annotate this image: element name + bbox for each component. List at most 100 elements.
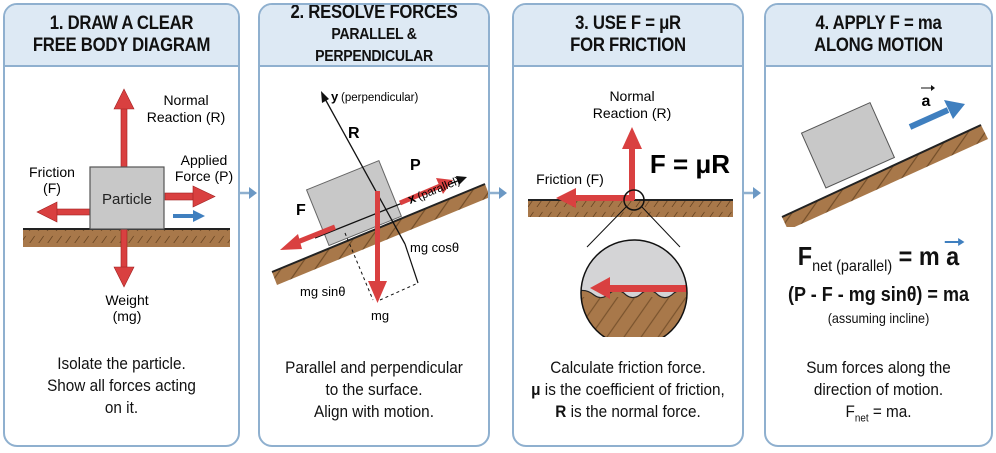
contact-point-circle bbox=[623, 189, 645, 211]
step-3-title-line1: 3. USE F = μR bbox=[575, 13, 681, 34]
motion-direction-arrow bbox=[173, 210, 205, 222]
caption-text: is the coefficient of friction, bbox=[540, 380, 725, 399]
step-4-caption-line: Sum forces along the bbox=[806, 358, 951, 377]
step-3-caption-line: Calculate friction force. bbox=[550, 358, 706, 377]
caption-text: is the normal force. bbox=[566, 402, 701, 421]
friction-arrow bbox=[280, 224, 336, 250]
step-2-title-line2: PARALLEL & PERPENDICULAR bbox=[315, 26, 433, 65]
p-force-arrow bbox=[399, 178, 453, 206]
ground-surface bbox=[528, 199, 733, 217]
step-1-caption-line: on it. bbox=[104, 398, 139, 417]
newton-second-law: Fnet (parallel) = m a (P - F - mg sinθ) … bbox=[766, 238, 991, 328]
magnifier-line bbox=[586, 206, 627, 248]
step-2-caption-line: Align with motion. bbox=[314, 402, 434, 421]
normal-label: Normal bbox=[163, 92, 208, 108]
step-2-title-line1: 2. RESOLVE FORCES bbox=[290, 3, 458, 23]
fnet-subscript: net bbox=[854, 412, 869, 425]
y-axis-desc: (perpendicular) bbox=[341, 92, 419, 104]
incline-motion-diagram: a bbox=[781, 85, 988, 227]
normal-reaction-arrow bbox=[113, 88, 135, 172]
magnifier-line bbox=[641, 206, 681, 248]
vector-a-letter: a bbox=[946, 241, 960, 271]
step-3-caption: Calculate friction force. μ is the coeff… bbox=[525, 357, 730, 423]
vector-arrow-icon bbox=[921, 85, 935, 91]
step-4-caption-line: Fnet = ma. bbox=[777, 401, 980, 429]
step-2-caption: Parallel and perpendicular to the surfac… bbox=[271, 357, 476, 423]
friction-arrow bbox=[36, 201, 92, 223]
step-2-caption-line: to the surface. bbox=[325, 380, 423, 399]
assumption-note: (assuming incline) bbox=[827, 310, 930, 327]
step-4-caption-line: direction of motion. bbox=[813, 380, 944, 399]
r-label: R bbox=[348, 125, 360, 142]
step-1-panel: 1. DRAW A CLEAR FREE BODY DIAGRAM bbox=[3, 3, 240, 447]
step-4-caption: Sum forces along the direction of motion… bbox=[777, 357, 980, 429]
fnet-symbol: F bbox=[797, 241, 813, 271]
magnified-surface-view bbox=[580, 239, 688, 337]
incline-surface bbox=[781, 124, 988, 227]
step-4-header: 4. APPLY F = ma ALONG MOTION bbox=[766, 5, 991, 67]
step-1-caption-line: Show all forces acting bbox=[47, 376, 196, 395]
applied-force-arrow bbox=[164, 185, 216, 208]
step-3-panel: 3. USE F = μR FOR FRICTION bbox=[512, 3, 744, 447]
step-1-title-line2: FREE BODY DIAGRAM bbox=[32, 35, 211, 56]
reaction-label: Reaction (R) bbox=[147, 109, 226, 125]
step-3-header: 3. USE F = μR FOR FRICTION bbox=[514, 5, 742, 67]
friction-label: Friction (F) bbox=[536, 171, 604, 187]
weight-mg-label: (mg) bbox=[113, 308, 142, 324]
friction-label: Friction bbox=[29, 164, 75, 180]
normal-reaction-arrow bbox=[622, 127, 642, 200]
mu-symbol: μ bbox=[531, 380, 541, 399]
particle-block bbox=[89, 166, 165, 230]
step-2-panel: 2. RESOLVE FORCES PARALLEL & PERPENDICUL… bbox=[258, 3, 490, 447]
step-3-caption-line: μ is the coefficient of friction, bbox=[525, 379, 730, 401]
step-3-caption-line: R is the normal force. bbox=[525, 401, 730, 423]
step-1-title-line1: 1. DRAW A CLEAR bbox=[49, 13, 194, 34]
r-symbol: R bbox=[555, 402, 567, 421]
weight-arrow bbox=[368, 191, 387, 303]
step-2-header: 2. RESOLVE FORCES PARALLEL & PERPENDICUL… bbox=[260, 5, 488, 67]
mg-cos-component-line bbox=[404, 243, 419, 284]
friction-formula: F = μR bbox=[650, 149, 730, 179]
block bbox=[800, 101, 896, 189]
fnet-symbol: F bbox=[845, 402, 855, 421]
step-1-caption: Isolate the particle. Show all forces ac… bbox=[17, 353, 227, 419]
mg-label: mg bbox=[371, 308, 389, 323]
fnet-subscript: net (parallel) bbox=[812, 258, 893, 276]
resolve-forces-diagram: y (perpendicular) R P x (parallel) F mg … bbox=[271, 89, 488, 323]
mg-sin-component-dashed bbox=[344, 232, 374, 301]
step-1-caption-line: Isolate the particle. bbox=[57, 354, 186, 373]
vector-arrow-icon bbox=[944, 238, 965, 246]
free-body-diagram: Particle Normal Reaction (R) Applied For… bbox=[23, 88, 233, 324]
mg-cos-label: mg cosθ bbox=[410, 240, 459, 255]
f-label: F bbox=[296, 202, 306, 219]
y-axis bbox=[321, 91, 406, 245]
reaction-label: Reaction (R) bbox=[593, 105, 672, 121]
friction-diagram: Normal Reaction (R) Friction (F) F = μR bbox=[528, 88, 733, 337]
step-connector-arrow-3 bbox=[744, 186, 762, 200]
step-connector-arrow-2 bbox=[490, 186, 508, 200]
step-3-title-line2: FOR FRICTION bbox=[570, 35, 686, 56]
friction-arrow bbox=[556, 188, 634, 208]
step-connector-arrow-1 bbox=[240, 186, 258, 200]
fnet-rhs: = m bbox=[898, 241, 940, 271]
fnet-equation: Fnet (parallel) = m a bbox=[777, 238, 980, 282]
caption-text: = ma. bbox=[868, 402, 912, 421]
acceleration-arrow bbox=[908, 100, 965, 130]
weight-label: Weight bbox=[105, 292, 148, 308]
mg-sin-label: mg sinθ bbox=[300, 284, 346, 299]
step-4-title-line2: ALONG MOTION bbox=[814, 35, 943, 56]
normal-label: Normal bbox=[609, 88, 654, 104]
y-axis-label: y bbox=[331, 89, 339, 104]
applied-label: Applied bbox=[181, 152, 228, 168]
force-equation: (P - F - mg sinθ) = ma bbox=[788, 284, 969, 307]
step-1-header: 1. DRAW A CLEAR FREE BODY DIAGRAM bbox=[5, 5, 238, 67]
vector-a: a bbox=[944, 238, 965, 271]
force-p-label: Force (P) bbox=[175, 168, 233, 184]
particle-label: Particle bbox=[102, 191, 152, 208]
step-2-caption-line: Parallel and perpendicular bbox=[285, 358, 463, 377]
friction-f-label: (F) bbox=[43, 180, 61, 196]
p-label: P bbox=[410, 157, 421, 174]
mg-cos-component-dashed bbox=[379, 282, 419, 301]
step-4-title-line1: 4. APPLY F = ma bbox=[815, 13, 942, 34]
step-4-panel: 4. APPLY F = ma ALONG MOTION a Fnet (par… bbox=[764, 3, 993, 447]
